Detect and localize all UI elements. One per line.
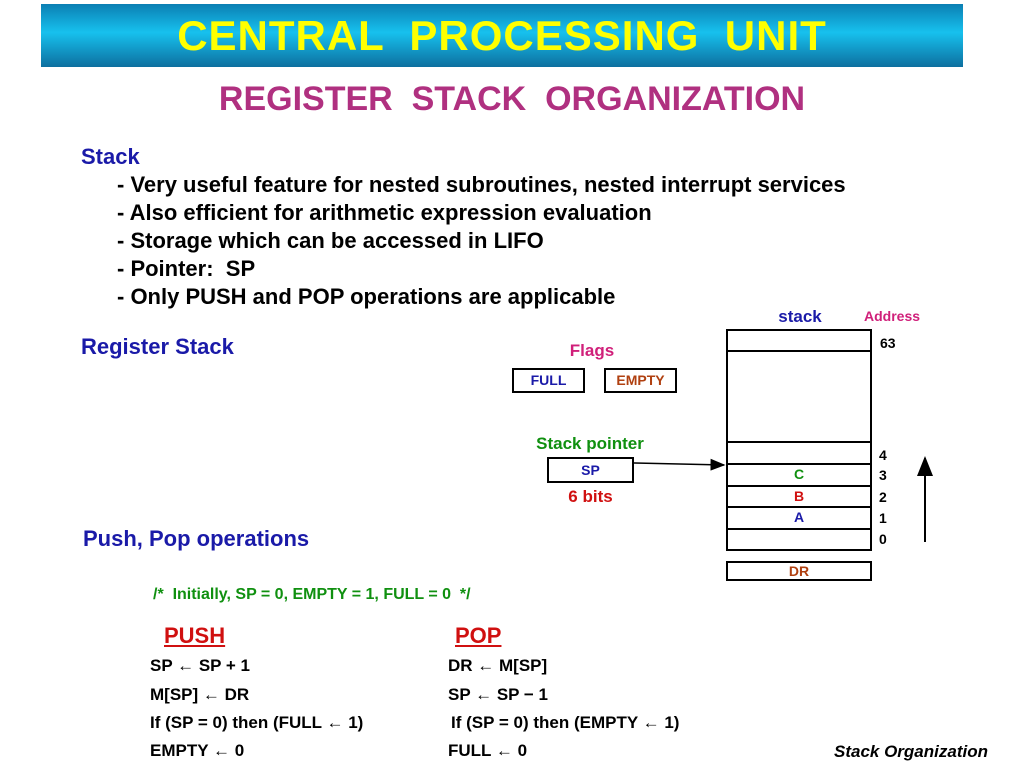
stack-divider bbox=[726, 528, 872, 530]
stack-cell-a: A bbox=[793, 509, 805, 525]
stack-divider bbox=[726, 350, 872, 352]
sp-pointer-arrow-icon bbox=[633, 458, 726, 471]
push-line-1: SP ← SP + 1 bbox=[150, 656, 251, 675]
stack-divider bbox=[726, 463, 872, 465]
dr-register-label: DR bbox=[788, 563, 810, 579]
pop-line-3: If (SP = 0) then (EMPTY ← 1) bbox=[451, 713, 680, 732]
address-label: Address bbox=[864, 308, 921, 324]
push-line-2: M[SP] ← DR bbox=[150, 685, 250, 704]
address-1: 1 bbox=[879, 510, 887, 526]
address-3: 3 bbox=[879, 467, 887, 483]
stack-cell-b: B bbox=[793, 488, 805, 504]
address-0: 0 bbox=[879, 531, 887, 547]
full-flag-label: FULL bbox=[530, 372, 567, 388]
address-2: 2 bbox=[879, 489, 887, 505]
pop-line-1: DR ← M[SP] bbox=[448, 656, 548, 675]
stack-pointer-label: Stack pointer bbox=[536, 434, 644, 453]
bullet-4: - Pointer: SP bbox=[117, 256, 256, 281]
push-line-4: EMPTY ← 0 bbox=[150, 741, 245, 760]
flags-label: Flags bbox=[569, 341, 615, 360]
pop-line-4: FULL ← 0 bbox=[448, 741, 528, 760]
address-4: 4 bbox=[879, 447, 887, 463]
stack-heading: Stack bbox=[81, 144, 140, 169]
bullet-3: - Storage which can be accessed in LIFO bbox=[117, 228, 544, 253]
full-flag-box: FULL bbox=[512, 368, 585, 393]
stack-divider bbox=[726, 485, 872, 487]
sp-register-label: SP bbox=[581, 462, 600, 478]
page-title: CENTRAL PROCESSING UNIT bbox=[177, 11, 827, 59]
dr-register-box: DR bbox=[726, 561, 872, 581]
title-banner: CENTRAL PROCESSING UNIT bbox=[41, 4, 963, 67]
page-subtitle: REGISTER STACK ORGANIZATION bbox=[218, 80, 806, 118]
stack-divider bbox=[726, 441, 872, 443]
stack-divider bbox=[726, 506, 872, 508]
bullet-5: - Only PUSH and POP operations are appli… bbox=[117, 284, 616, 309]
bullet-2: - Also efficient for arithmetic expressi… bbox=[117, 200, 652, 225]
init-comment: /* Initially, SP = 0, EMPTY = 1, FULL = … bbox=[153, 586, 471, 603]
empty-flag-label: EMPTY bbox=[616, 372, 665, 388]
push-line-3: If (SP = 0) then (FULL ← 1) bbox=[150, 713, 364, 732]
sp-bits-label: 6 bits bbox=[568, 487, 613, 506]
stack-label: stack bbox=[778, 307, 822, 326]
stack-cell-c: C bbox=[793, 466, 805, 482]
register-stack-heading: Register Stack bbox=[81, 334, 234, 359]
empty-flag-box: EMPTY bbox=[604, 368, 677, 393]
footer-caption: Stack Organization bbox=[834, 742, 988, 761]
stack-memory bbox=[726, 329, 872, 551]
sp-register-box: SP bbox=[547, 457, 634, 483]
pop-line-2: SP ← SP − 1 bbox=[448, 685, 549, 704]
push-pop-heading: Push, Pop operations bbox=[83, 526, 310, 551]
bullet-1: - Very useful feature for nested subrout… bbox=[117, 172, 846, 197]
push-title: PUSH bbox=[164, 623, 226, 648]
pop-title: POP bbox=[455, 623, 502, 648]
address-63: 63 bbox=[880, 335, 896, 351]
